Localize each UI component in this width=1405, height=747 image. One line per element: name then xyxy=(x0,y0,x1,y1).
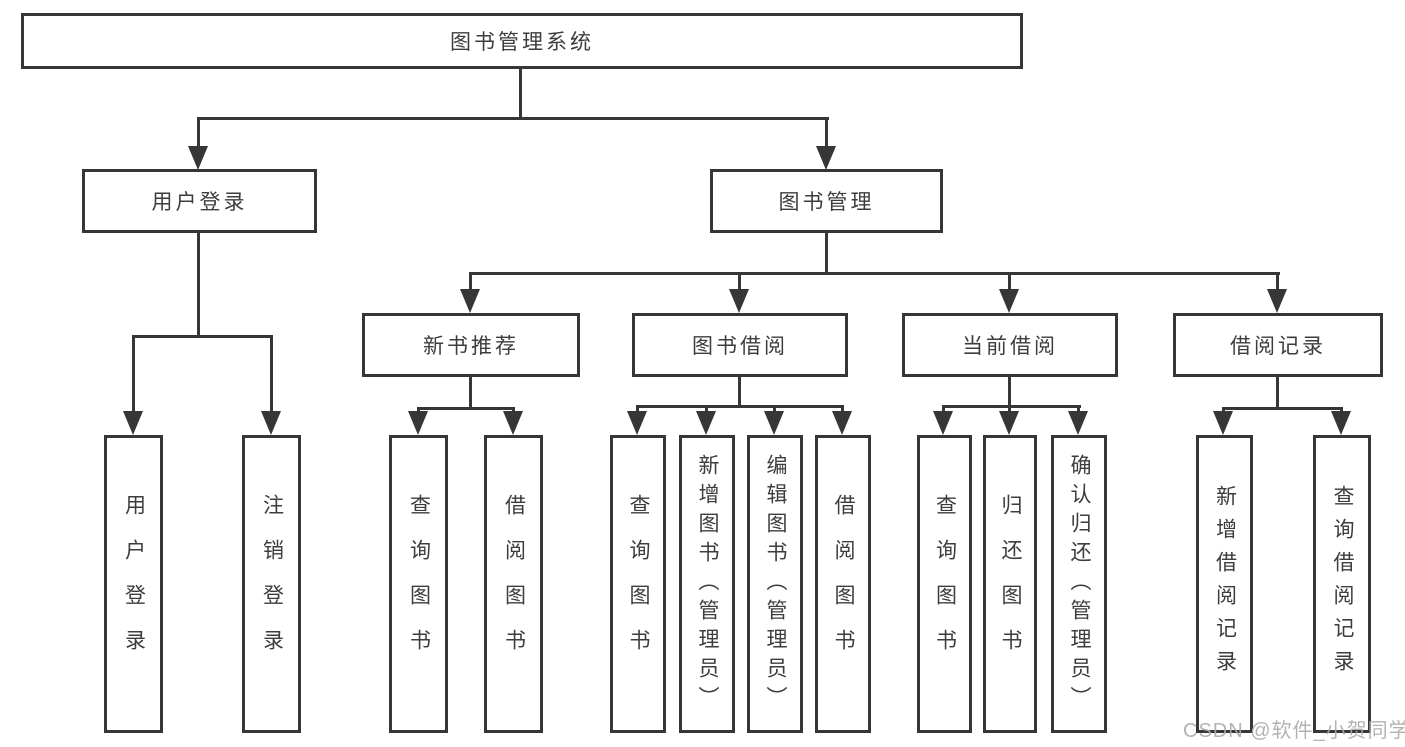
leaf-add-borrow-record: 新增借阅记录 xyxy=(1196,435,1253,733)
connector-book-mgmt-stem xyxy=(825,232,828,274)
node-library-system: 图书管理系统 xyxy=(21,13,1023,69)
leaf-user-login: 用户登录 xyxy=(104,435,163,733)
arrow-down-icon xyxy=(1331,411,1351,435)
node-user-login: 用户登录 xyxy=(82,169,317,233)
node-new-book-recommend: 新书推荐 xyxy=(362,313,580,377)
connector-records-rail xyxy=(1222,407,1343,410)
watermark-text: CSDN @软件_小贺同学 xyxy=(1183,720,1405,742)
connector-level3-drop xyxy=(1276,274,1279,291)
arrow-down-icon xyxy=(460,289,480,313)
arrow-down-icon xyxy=(1213,411,1233,435)
arrow-down-icon xyxy=(696,411,716,435)
connector-current-stem xyxy=(1008,375,1011,407)
node-book-management: 图书管理 xyxy=(710,169,943,233)
connector-level3-drop xyxy=(738,274,741,291)
arrow-down-icon xyxy=(729,289,749,313)
arrow-down-icon xyxy=(123,411,143,435)
arrow-down-icon xyxy=(627,411,647,435)
connector-leaf-drop xyxy=(270,337,273,413)
connector-records-stem xyxy=(1276,375,1279,409)
leaf-add-book-admin: 新增图书（管理员） xyxy=(679,435,735,733)
leaf-confirm-return-admin: 确认归还（管理员） xyxy=(1051,435,1107,733)
connector-recommend-stem xyxy=(469,375,472,409)
arrow-down-icon xyxy=(999,289,1019,313)
node-current-borrow: 当前借阅 xyxy=(902,313,1118,377)
connector-user-login-stem xyxy=(197,232,200,337)
connector-recommend-rail xyxy=(417,407,515,410)
connector-borrow-rail xyxy=(636,405,844,408)
node-borrow-records: 借阅记录 xyxy=(1173,313,1383,377)
connector-leaf-drop xyxy=(132,337,135,413)
connector-level3-drop xyxy=(469,274,472,291)
leaf-query-books-recommend: 查询图书 xyxy=(389,435,448,733)
arrow-down-icon xyxy=(999,411,1019,435)
leaf-query-borrow-record: 查询借阅记录 xyxy=(1313,435,1371,733)
leaf-edit-book-admin: 编辑图书（管理员） xyxy=(747,435,803,733)
leaf-borrow-books-recommend: 借阅图书 xyxy=(484,435,543,733)
arrow-down-icon xyxy=(1267,289,1287,313)
leaf-return-book: 归还图书 xyxy=(983,435,1037,733)
connector-root-stem xyxy=(519,67,522,119)
connector-borrow-stem xyxy=(738,375,741,407)
arrow-down-icon xyxy=(188,146,208,170)
connector-user-login-rail xyxy=(132,335,273,338)
leaf-logout: 注销登录 xyxy=(242,435,301,733)
connector-level3-drop xyxy=(1008,274,1011,291)
arrow-down-icon xyxy=(503,411,523,435)
leaf-query-books-borrow: 查询图书 xyxy=(610,435,666,733)
connector-root-rail xyxy=(197,117,829,120)
connector-user-login-drop xyxy=(197,119,200,148)
arrow-down-icon xyxy=(261,411,281,435)
leaf-borrow-books-borrow: 借阅图书 xyxy=(815,435,871,733)
arrow-down-icon xyxy=(1068,411,1088,435)
leaf-query-books-current: 查询图书 xyxy=(917,435,972,733)
arrow-down-icon xyxy=(832,411,852,435)
connector-current-rail xyxy=(942,405,1081,408)
arrow-down-icon xyxy=(764,411,784,435)
arrow-down-icon xyxy=(408,411,428,435)
connector-book-mgmt-rail xyxy=(469,272,1280,275)
connector-book-mgmt-drop xyxy=(825,119,828,148)
arrow-down-icon xyxy=(816,146,836,170)
node-book-borrow: 图书借阅 xyxy=(632,313,848,377)
arrow-down-icon xyxy=(933,411,953,435)
